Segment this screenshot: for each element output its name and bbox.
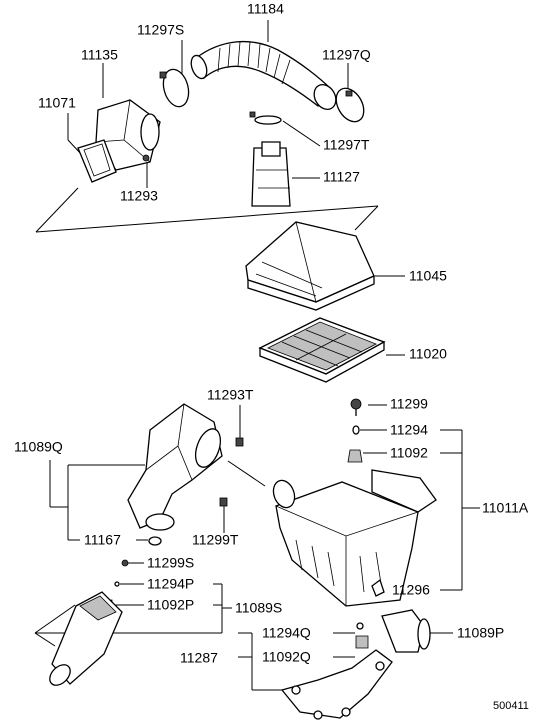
label-11294P: 11294P [147, 576, 194, 592]
gasket-11167 [148, 536, 162, 546]
clamp-11297Q [335, 87, 365, 123]
airflow-sensor-11135 [95, 99, 161, 171]
bushing-11092Q [355, 635, 369, 649]
grommet-11294P [114, 581, 120, 587]
label-11293: 11293 [120, 188, 158, 204]
label-11294: 11294 [390, 422, 428, 438]
intake-duct-11089Q [127, 403, 223, 531]
label-11287: 11287 [180, 650, 218, 666]
label-11299S: 11299S [147, 555, 194, 571]
label-11296: 11296 [392, 582, 430, 598]
label-11071: 11071 [38, 95, 76, 111]
label-11299T: 11299T [192, 532, 239, 548]
label-11294Q: 11294Q [262, 625, 311, 641]
gasket-11071 [77, 139, 117, 183]
bolt-11299 [350, 398, 362, 416]
label-11299: 11299 [390, 396, 428, 412]
label-11297S: 11297S [137, 22, 184, 38]
intake-duct-11089S [49, 591, 123, 686]
bolt-11299T [219, 497, 228, 507]
clip-11296 [371, 578, 385, 597]
label-11092P: 11092P [147, 597, 194, 613]
grommet-11294Q [356, 622, 364, 630]
label-11092: 11092 [390, 445, 428, 461]
label-11184: 11184 [247, 1, 284, 17]
bracket-11287 [280, 649, 393, 720]
grommet-11294 [352, 425, 360, 435]
intake-duct-11089P [381, 609, 431, 653]
clamp-11297S [159, 68, 190, 108]
label-11297Q: 11297Q [322, 47, 371, 63]
label-11297T: 11297T [323, 137, 370, 153]
diagram-code: 500411 [493, 700, 529, 712]
bolt-11299S [121, 559, 129, 567]
label-11089P: 11089P [457, 625, 504, 641]
label-11127: 11127 [323, 169, 360, 185]
label-11011A: 11011A [482, 500, 529, 516]
label-11089Q: 11089Q [14, 439, 63, 455]
air-hose-11184 [190, 40, 337, 110]
label-11089S: 11089S [235, 600, 282, 616]
label-11167: 11167 [84, 532, 121, 548]
part-labels: 11184 11297S 11135 11297Q 11071 11297T 1… [14, 1, 529, 712]
label-11293T: 11293T [207, 387, 254, 403]
leader-lines [34, 20, 480, 691]
cleaner-case-11011A [272, 469, 437, 607]
label-11045: 11045 [409, 268, 447, 284]
label-11135: 11135 [81, 47, 118, 63]
air-element-11020 [258, 317, 386, 383]
label-11020: 11020 [409, 346, 447, 362]
cleaner-cover-11045 [245, 221, 375, 311]
bolt-11293T [235, 437, 244, 447]
clamp-11297T [249, 111, 282, 125]
label-11092Q: 11092Q [262, 649, 311, 665]
bushing-11092 [347, 449, 363, 463]
resonator-11127 [251, 141, 291, 207]
